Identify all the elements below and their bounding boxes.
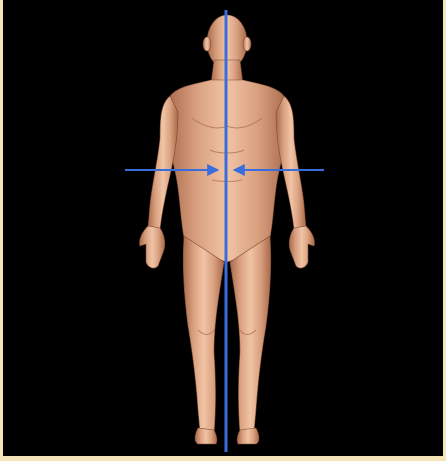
right-foot (237, 428, 259, 444)
right-leg (230, 236, 271, 434)
right-ear (243, 37, 251, 51)
right-hand (289, 226, 314, 268)
left-ear (203, 37, 211, 51)
left-foot (195, 428, 217, 444)
left-leg (183, 236, 224, 434)
left-hand (139, 226, 164, 268)
